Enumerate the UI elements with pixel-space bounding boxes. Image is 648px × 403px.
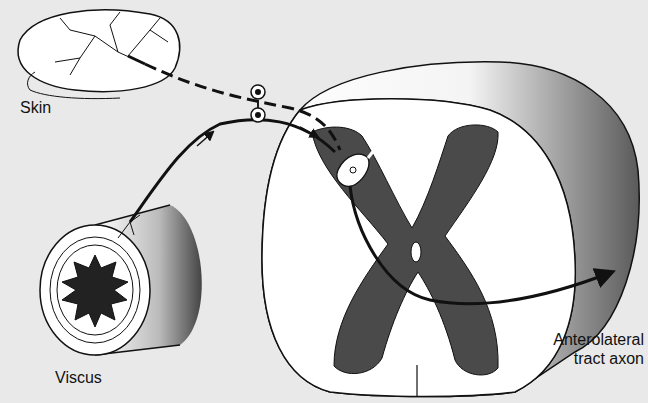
gray-matter: [312, 125, 498, 375]
viscus-tube: [40, 205, 202, 355]
skin-afferent-fiber: [145, 64, 340, 150]
part-label: Skin: [20, 98, 100, 117]
central-canal: [411, 242, 421, 262]
anterolateral-neuron: [337, 145, 612, 304]
visceral-afferent-fiber: [130, 120, 335, 222]
part-label: Anterolateral tract axon: [540, 330, 644, 368]
skin-patch: [18, 10, 180, 99]
dorsal-root-ganglion-cell: [251, 85, 265, 122]
part-label: Viscus: [55, 368, 145, 387]
